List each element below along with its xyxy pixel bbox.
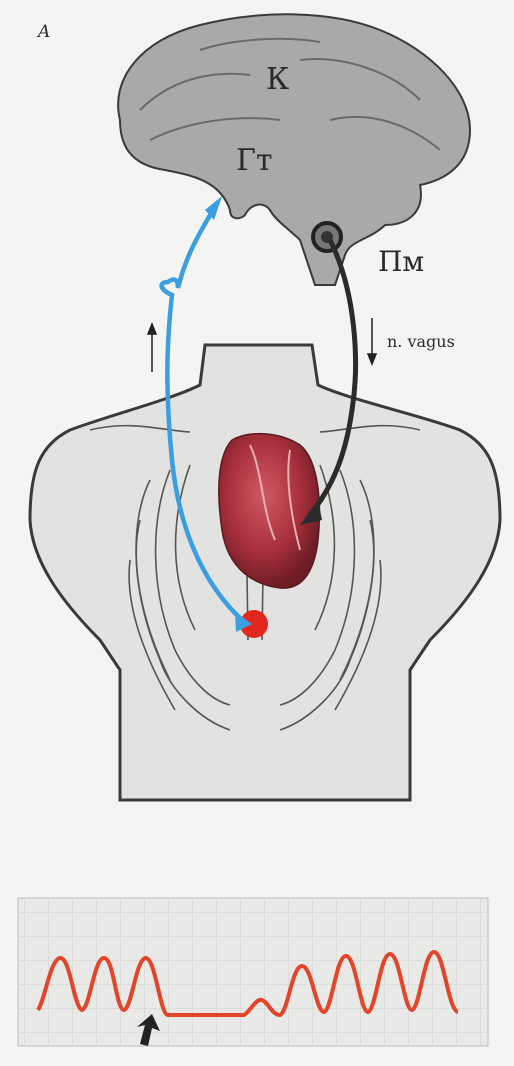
vagus-nerve-label: n. vagus — [387, 332, 455, 351]
panel-label: A — [38, 22, 50, 42]
hypothalamus-label: Гт — [236, 143, 272, 178]
cortex-label: К — [266, 62, 289, 97]
ecg-strip — [18, 898, 488, 1046]
medulla-label: Пм — [378, 245, 424, 278]
